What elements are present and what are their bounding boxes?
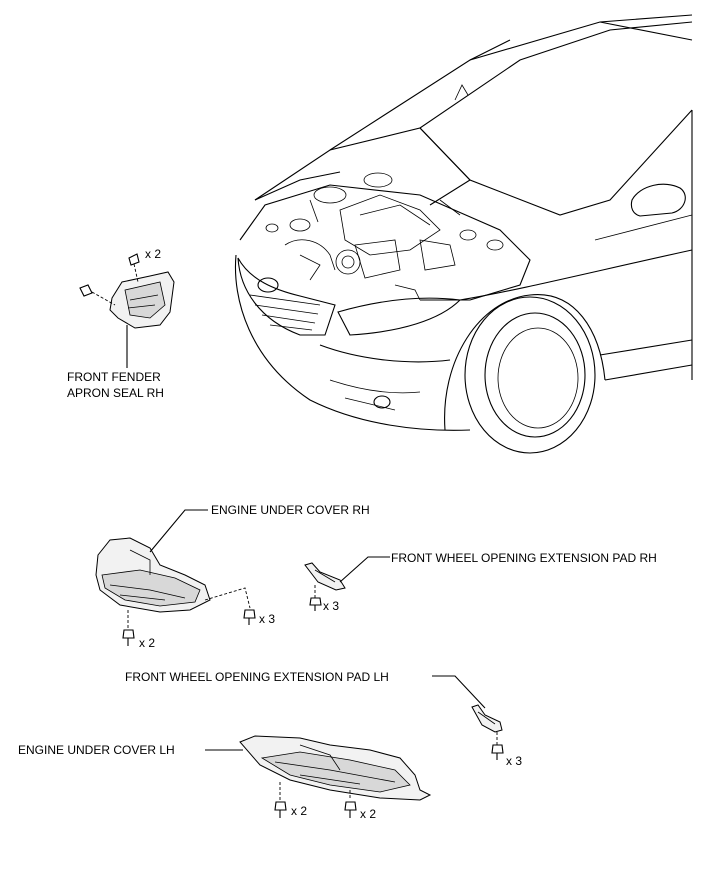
label-front-wheel-opening-extension-pad-rh: FRONT WHEEL OPENING EXTENSION PAD RH (391, 551, 657, 565)
apron-seal-clip-qty: x 2 (145, 247, 161, 261)
under-cover-rh-bolt-qty: x 2 (139, 636, 155, 650)
clip-icon (243, 609, 256, 625)
under-cover-rh-clip-qty: x 3 (259, 612, 275, 626)
under-cover-lh-bolt-qty: x 2 (291, 804, 307, 818)
front-fender-apron-seal-rh (79, 253, 175, 368)
front-wheel-opening-extension-pad-rh (304, 556, 390, 611)
clip-icon (79, 284, 93, 297)
label-apron-seal-rh: APRON SEAL RH (67, 386, 164, 400)
car-illustration (234, 14, 693, 454)
clip-icon (344, 801, 357, 818)
engine-under-cover-lh (205, 735, 432, 818)
pad-lh-clip-qty: x 3 (506, 754, 522, 768)
engine-under-cover-rh (95, 509, 256, 646)
bolt-icon (122, 629, 135, 646)
label-front-wheel-opening-extension-pad-lh: FRONT WHEEL OPENING EXTENSION PAD LH (125, 670, 389, 684)
clip-icon (128, 253, 140, 266)
front-wheel-opening-extension-pad-lh (432, 675, 504, 760)
bolt-icon (274, 801, 287, 818)
label-front-fender: FRONT FENDER (67, 370, 161, 384)
under-cover-lh-clip-qty: x 2 (360, 807, 376, 821)
clip-icon (491, 744, 504, 760)
clip-icon (309, 597, 322, 611)
label-engine-under-cover-lh: ENGINE UNDER COVER LH (18, 743, 175, 757)
label-engine-under-cover-rh: ENGINE UNDER COVER RH (211, 503, 370, 517)
pad-rh-clip-qty: x 3 (323, 599, 339, 613)
